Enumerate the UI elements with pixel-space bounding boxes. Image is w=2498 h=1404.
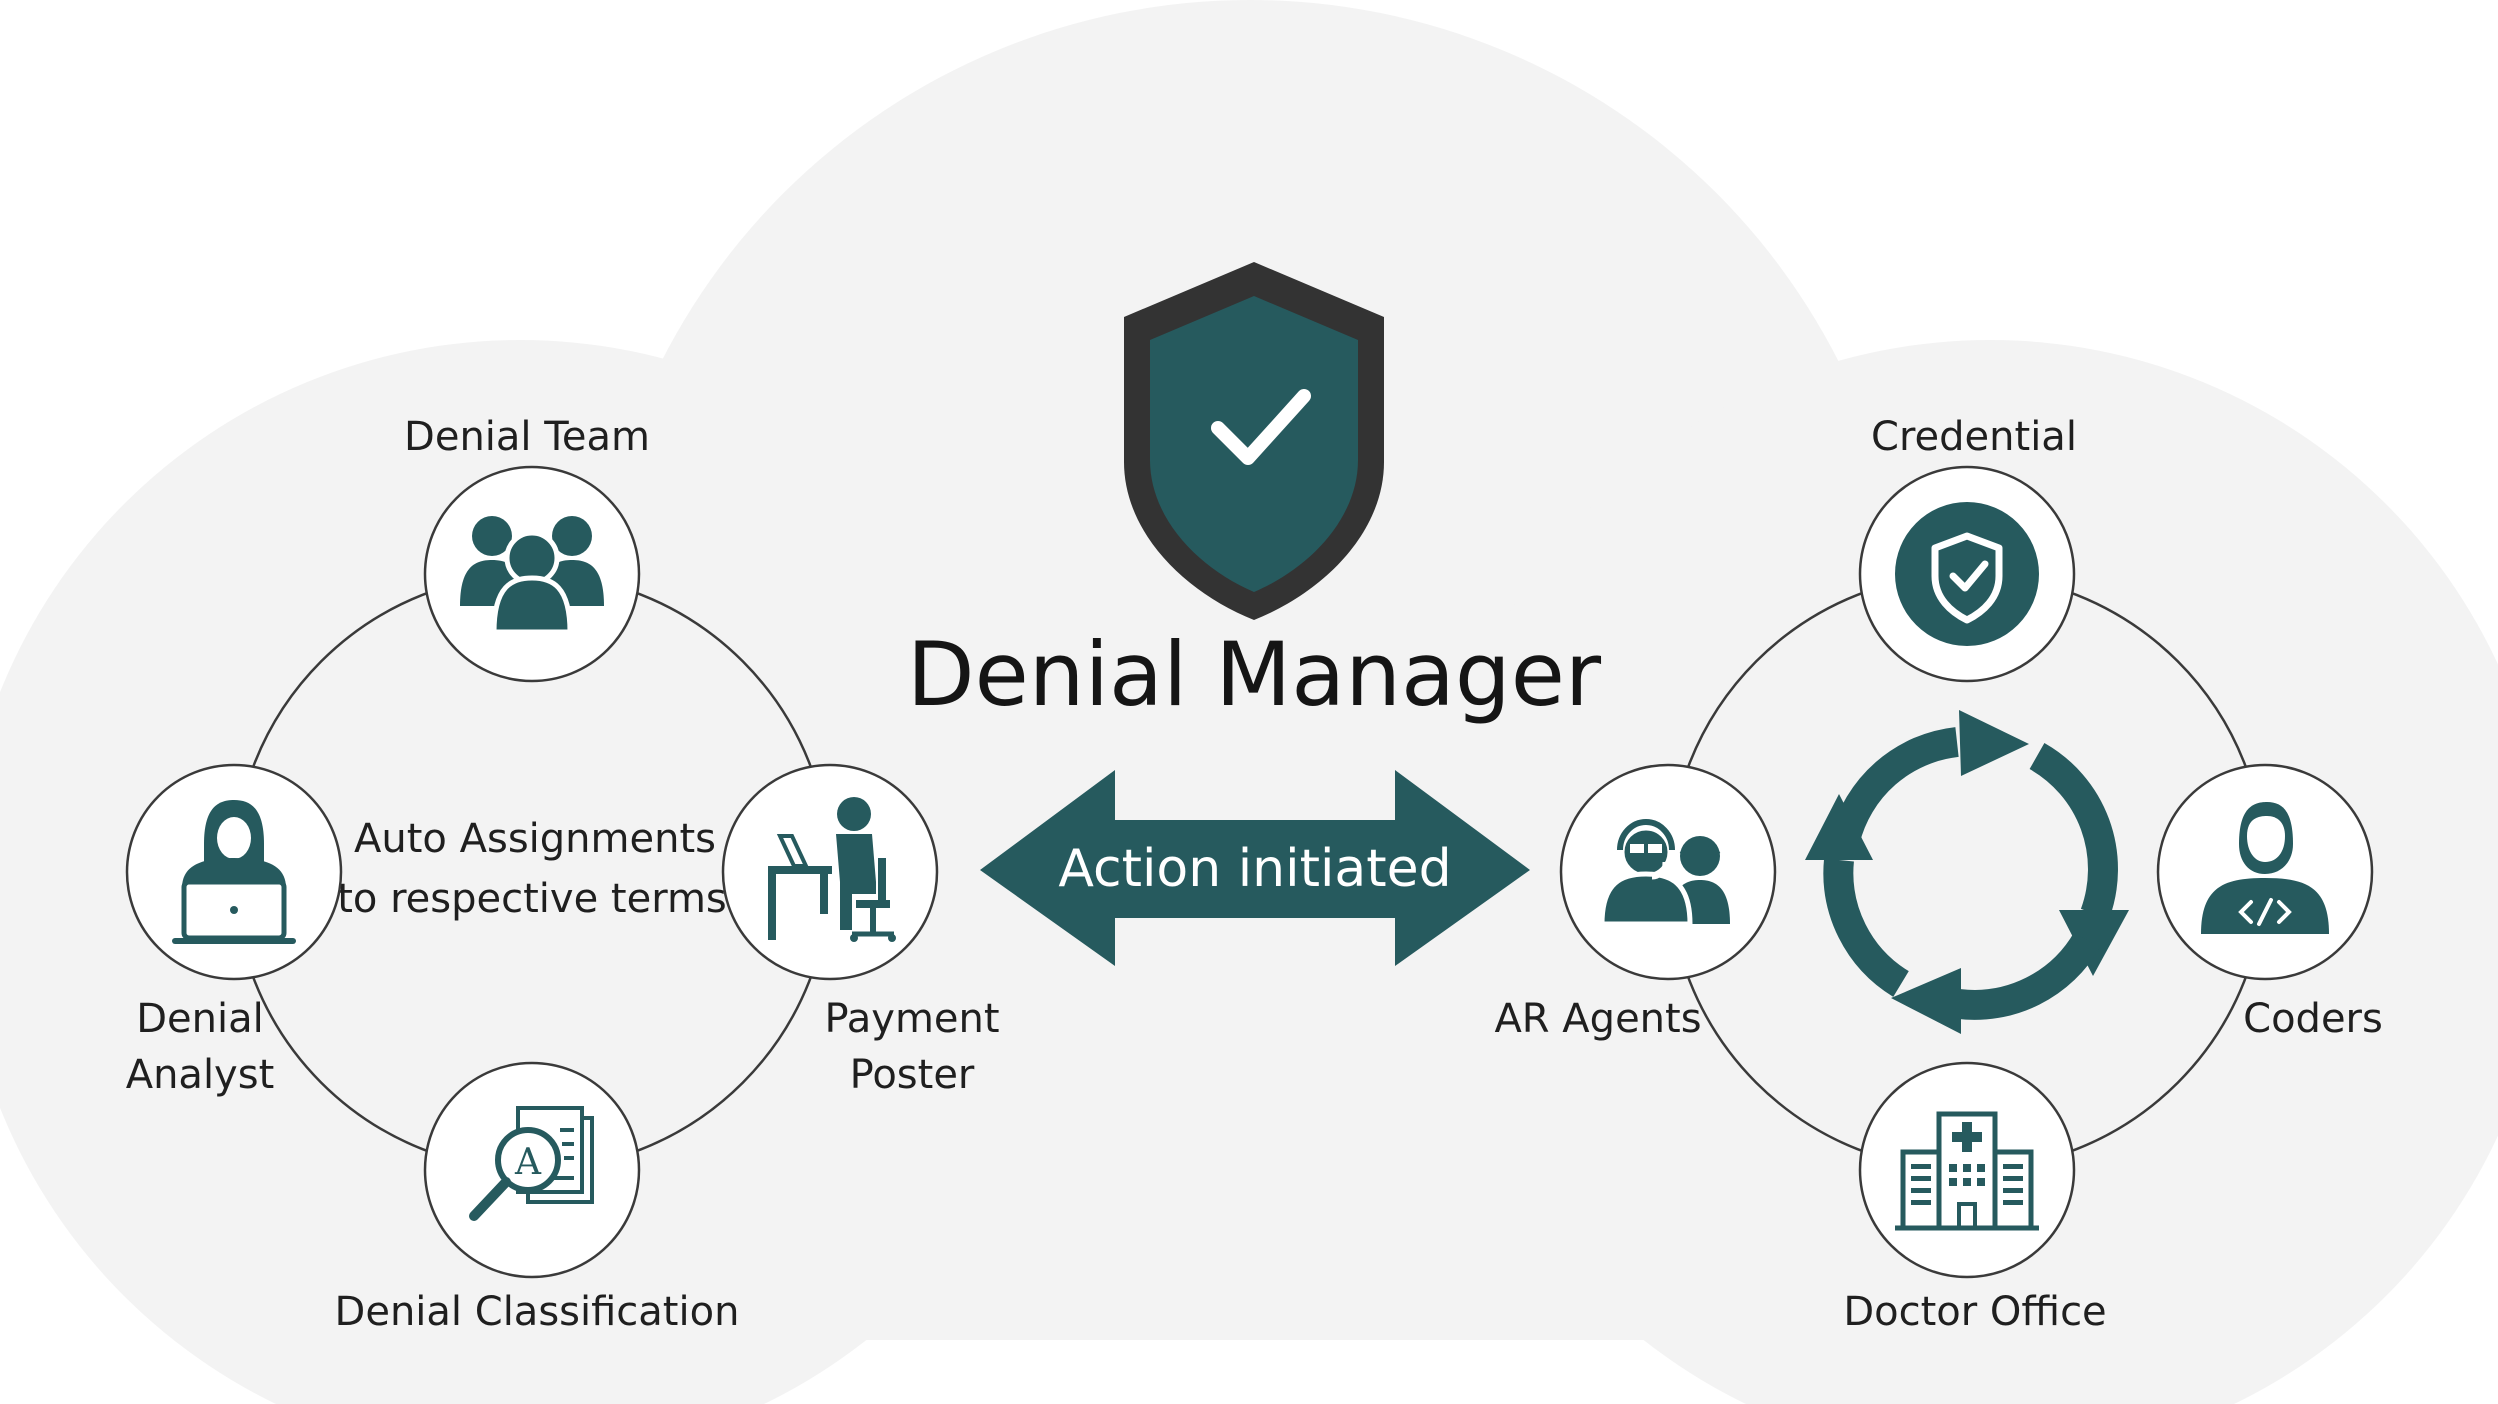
payment-poster-label-line2: Poster <box>850 1052 975 1098</box>
coders-label: Coders <box>2243 996 2383 1042</box>
svg-text:A: A <box>514 1142 542 1183</box>
team-icon <box>460 516 604 635</box>
node-denial-team: Denial Team <box>404 414 650 683</box>
node-denial-analyst: Denial Analyst <box>126 763 343 1098</box>
action-initiated-label: Action initiated <box>1058 839 1451 899</box>
node-denial-classification: A Denial Classification <box>335 1061 740 1335</box>
hospital-icon <box>1895 1111 2039 1231</box>
analyst-laptop-icon <box>172 800 296 944</box>
denial-analyst-label-line1: Denial <box>136 996 264 1042</box>
right-cluster: Credential AR Agents <box>1494 414 2382 1335</box>
denial-team-label: Denial Team <box>404 414 650 460</box>
credential-label: Credential <box>1871 414 2077 460</box>
page-title: Denial Manager <box>907 623 1602 726</box>
node-coders: Coders <box>2156 763 2383 1042</box>
left-cluster: Auto Assignments to respective terms Den… <box>126 414 1000 1335</box>
left-center-text-line2: to respective terms <box>337 876 727 922</box>
shield-check-icon <box>1895 502 2039 646</box>
document-magnifier-icon: A <box>469 1106 594 1221</box>
shield-logo-icon <box>1124 262 1384 620</box>
desk-worker-icon <box>768 797 896 942</box>
node-ar-agents: AR Agents <box>1494 763 1777 1042</box>
headset-agents-icon <box>1599 819 1730 927</box>
node-credential: Credential <box>1858 414 2077 683</box>
ar-agents-label: AR Agents <box>1494 996 1701 1042</box>
double-arrow: Action initiated <box>980 770 1530 966</box>
node-doctor-office: Doctor Office <box>1843 1061 2107 1335</box>
payment-poster-label-line1: Payment <box>824 996 999 1042</box>
doctor-office-label: Doctor Office <box>1843 1289 2106 1335</box>
coder-icon <box>2201 802 2329 934</box>
denial-classification-label: Denial Classification <box>335 1289 740 1335</box>
node-payment-poster: Payment Poster <box>721 763 1000 1098</box>
cycle-arrows-icon <box>1805 710 2129 1034</box>
denial-analyst-label-line2: Analyst <box>126 1052 275 1098</box>
left-center-text-line1: Auto Assignments <box>354 816 716 862</box>
